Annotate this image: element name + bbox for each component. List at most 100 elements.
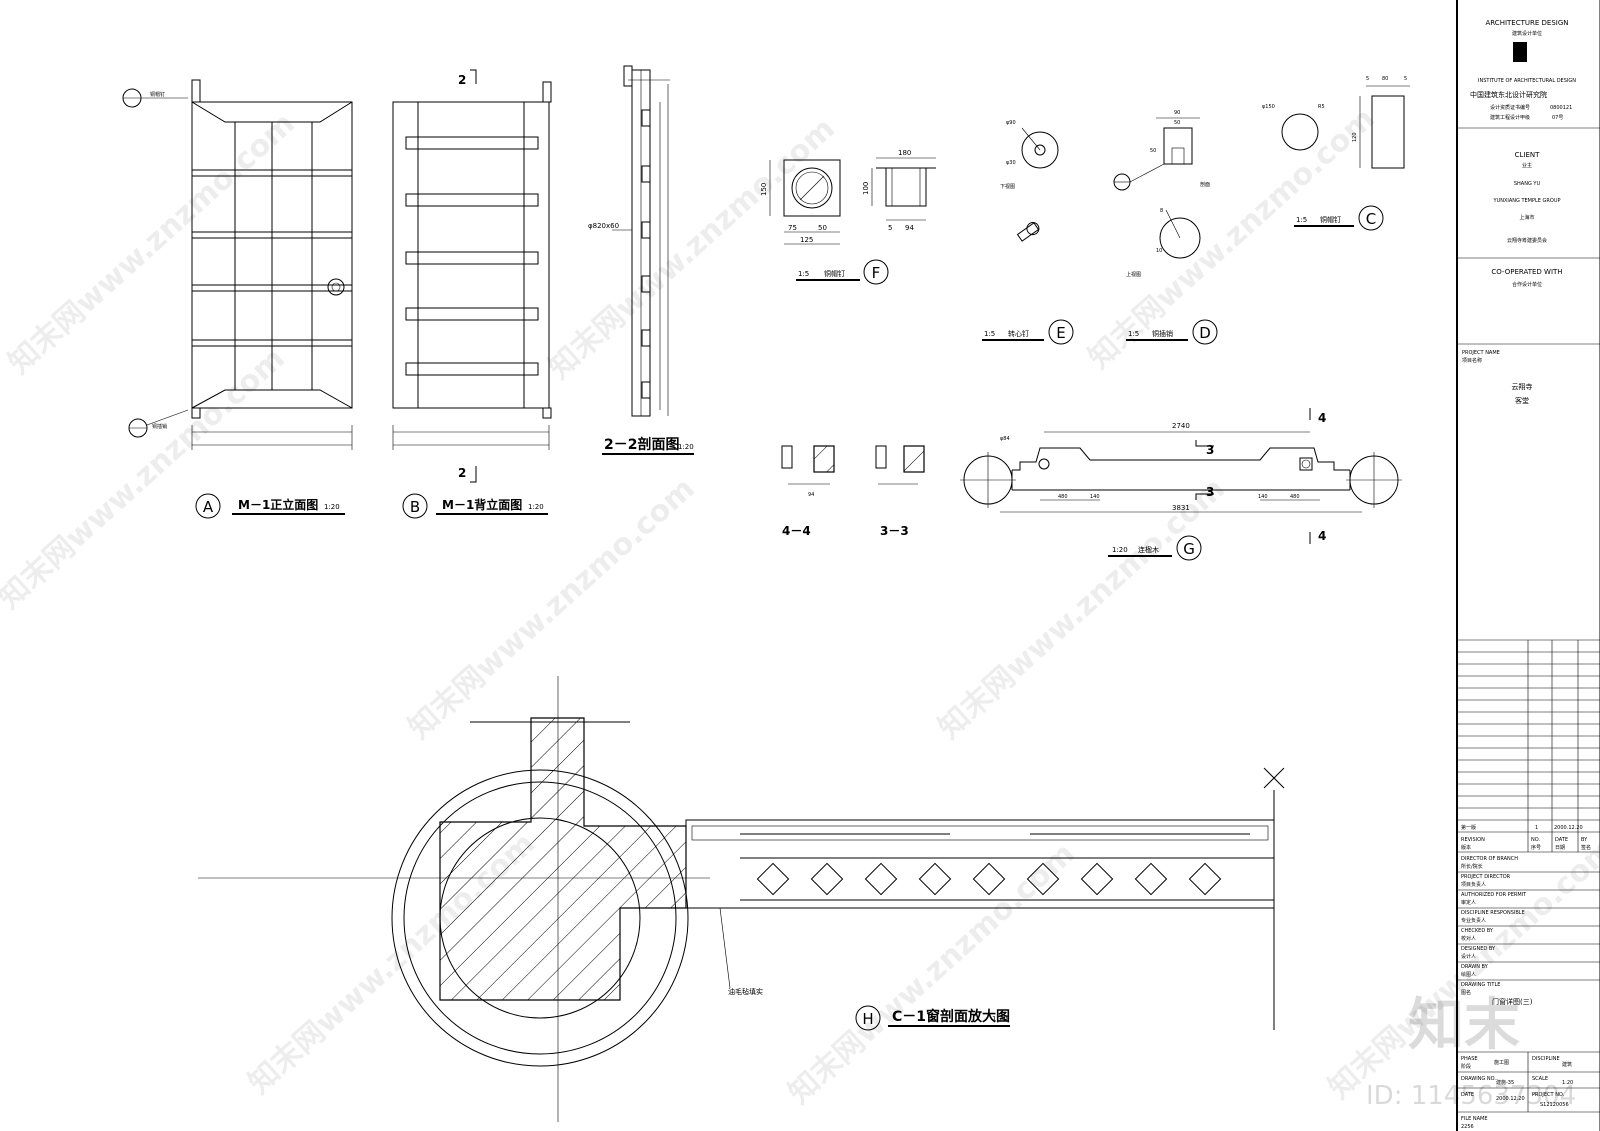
tb-client-cn: 业主 bbox=[1522, 162, 1532, 169]
tb-drawing-title: 门窗详图(三) bbox=[1492, 997, 1533, 1006]
view-b-name: M－1背立面图 bbox=[442, 497, 522, 512]
tb-drawn-label: DRAWN BY bbox=[1461, 964, 1489, 970]
section-22-name: 2－2剖面图 bbox=[604, 436, 679, 453]
tb-architecture-design: ARCHITECTURE DESIGN bbox=[1486, 19, 1569, 27]
tb-revision-cn: 版本 bbox=[1461, 844, 1471, 851]
tb-discipline-code-value: 建筑 bbox=[1562, 1061, 1572, 1068]
detail-c: φ150 R5 5 80 5 120 1:5 铜帽钉 C bbox=[1262, 76, 1410, 231]
f-dim-100: 100 bbox=[862, 182, 870, 195]
tb-client-en1: SHANG YU bbox=[1514, 181, 1541, 187]
g-letter: G bbox=[1183, 540, 1195, 558]
section-33-label: 3－3 bbox=[880, 524, 909, 538]
tb-phase-label: PHASE bbox=[1461, 1056, 1478, 1062]
d-section: 剖面 bbox=[1200, 181, 1210, 188]
c-r5: R5 bbox=[1318, 104, 1325, 110]
f-dim-94: 94 bbox=[905, 224, 914, 232]
d-top-view: 上视图 bbox=[1126, 271, 1141, 278]
f-dim-50: 50 bbox=[818, 224, 827, 232]
tb-drawing-no-value: 建施-35 bbox=[1496, 1079, 1514, 1086]
f-dim-150: 150 bbox=[760, 183, 768, 196]
tb-revision-grid bbox=[1457, 639, 1600, 852]
h-name: C－1窗剖面放大图 bbox=[892, 1008, 1010, 1025]
tb-revision-row-label: 第一版 bbox=[1461, 824, 1476, 831]
g-dim-hole: φ84 bbox=[1000, 436, 1010, 442]
c-dim-120: 120 bbox=[1352, 132, 1358, 142]
a-top-note: 铜帽钉 bbox=[150, 91, 165, 98]
e-phi30: φ30 bbox=[1006, 160, 1016, 166]
d-dim-90: 90 bbox=[1174, 110, 1180, 116]
tb-director-cn: 所长/院长 bbox=[1461, 863, 1483, 870]
d-name: 铜插销 bbox=[1152, 329, 1173, 338]
tb-drawing-title-label: DRAWING TITLE bbox=[1461, 982, 1500, 988]
tb-client-en2: YUNXIANG TEMPLE GROUP bbox=[1492, 198, 1560, 204]
tb-phase-value: 施工图 bbox=[1494, 1059, 1509, 1066]
c-dim-80: 80 bbox=[1382, 76, 1388, 82]
tb-cert-value1: 0800121 bbox=[1550, 105, 1572, 111]
g-section-4-top: 4 bbox=[1318, 411, 1326, 425]
tb-scale-value: 1:20 bbox=[1562, 1080, 1573, 1086]
c-dim-t3: 5 bbox=[1404, 76, 1407, 82]
watermark-text-6: 知末网www.znzmo.com bbox=[932, 471, 1232, 746]
tb-client-cn2: 上海市 bbox=[1519, 214, 1534, 221]
b-section-mark-top: 2 bbox=[458, 73, 466, 87]
e-letter: E bbox=[1056, 324, 1065, 342]
tb-date2-label: DATE bbox=[1461, 1092, 1474, 1098]
tb-client-label: CLIENT bbox=[1515, 151, 1541, 159]
tb-project-name2: 客堂 bbox=[1515, 396, 1529, 405]
detail-f: 150 75 50 125 180 100 5 94 1:5 铜帽钉 F bbox=[760, 149, 936, 285]
watermarks: 知末网www.znzmo.com 知末网www.znzmo.com 知末网www… bbox=[0, 101, 1600, 1111]
g-dim-2740: 2740 bbox=[1172, 422, 1190, 430]
detail-d: 90 50 50 剖面 8 10 上视图 1:5 铜插销 D bbox=[1113, 110, 1218, 345]
b-section-mark-bottom: 2 bbox=[458, 466, 466, 480]
section-2-2: φ820x60 2－2剖面图 1:20 bbox=[588, 65, 694, 455]
tb-date2-value: 2000.12.20 bbox=[1496, 1096, 1525, 1102]
tb-cert-label2: 建筑工程设计甲级 bbox=[1490, 114, 1530, 121]
tb-revision-label: REVISION bbox=[1461, 837, 1485, 843]
tb-authorized-label: AUTHORIZED FOR PERMIT bbox=[1461, 892, 1527, 898]
sec44-dim-94: 94 bbox=[808, 492, 814, 498]
g-section-3-bottom: 3 bbox=[1206, 485, 1214, 499]
g-dim-480-left: 480 bbox=[1058, 494, 1068, 500]
tb-discipline-label: DISCIPLINE RESPONSIBLE bbox=[1461, 910, 1525, 916]
section-44-label: 4－4 bbox=[782, 524, 811, 538]
g-scale: 1:20 bbox=[1112, 546, 1128, 554]
view-b-title: B M－1背立面图 1:20 bbox=[402, 493, 548, 519]
d-dim-10: 10 bbox=[1156, 248, 1162, 254]
tb-institute-cn: 中国建筑东北设计研究院 bbox=[1470, 90, 1547, 99]
view-a-letter: A bbox=[203, 498, 214, 516]
tb-scale-label: SCALE bbox=[1532, 1076, 1548, 1082]
g-dim-140-left: 140 bbox=[1090, 494, 1100, 500]
detail-g: 2740 3831 480 140 140 480 φ84 3 3 4 4 1:… bbox=[960, 408, 1402, 561]
watermark-text-2: 知末网www.znzmo.com bbox=[542, 111, 842, 386]
detail-h-window-section: 油毛毡填实 H C－1窗剖面放大图 1:20 bbox=[198, 676, 1285, 1122]
c-phi150: φ150 bbox=[1262, 104, 1275, 110]
f-dim-75: 75 bbox=[788, 224, 797, 232]
tb-project-director-label: PROJECT DIRECTOR bbox=[1461, 874, 1511, 880]
g-section-4-bottom: 4 bbox=[1318, 529, 1326, 543]
tb-checked-label: CHECKED BY bbox=[1461, 928, 1494, 934]
c-name: 铜帽钉 bbox=[1320, 215, 1341, 224]
tb-file-label: FILE NAME bbox=[1461, 1116, 1488, 1122]
tb-revision-date: 2000.12.20 bbox=[1554, 825, 1583, 831]
d-letter: D bbox=[1199, 324, 1211, 342]
tb-arch-cn: 建筑设计单位 bbox=[1512, 30, 1542, 37]
f-name: 铜帽钉 bbox=[824, 269, 845, 278]
tb-drawing-title-cn: 图名 bbox=[1461, 989, 1471, 996]
tb-project-cn: 项目名称 bbox=[1462, 357, 1482, 364]
view-b-back-elevation: 2 2 bbox=[392, 69, 552, 483]
tb-file-value: 2256 bbox=[1461, 1124, 1474, 1130]
watermark-text-3: 知末网www.znzmo.com bbox=[1082, 101, 1382, 376]
title-block: ARCHITECTURE DESIGN 建筑设计单位 INSTITUTE OF … bbox=[1456, 0, 1600, 1131]
tb-client-cn3: 云翔寺筹建委员会 bbox=[1507, 237, 1547, 244]
tb-project-no-value: S12120056 bbox=[1540, 1102, 1569, 1108]
tb-project-no-label: PROJECT NO. bbox=[1532, 1092, 1565, 1098]
section-4-4: 94 4－4 bbox=[781, 445, 835, 538]
view-a-scale: 1:20 bbox=[324, 503, 340, 511]
c-scale: 1:5 bbox=[1296, 216, 1307, 224]
detail-e: φ90 φ30 下视图 1:5 转心钉 E bbox=[982, 120, 1074, 345]
tb-checked-cn: 校对人 bbox=[1461, 935, 1476, 942]
tb-institute-en: INSTITUTE OF ARCHITECTURAL DESIGN bbox=[1478, 78, 1576, 84]
h-letter: H bbox=[862, 1010, 873, 1028]
f-letter: F bbox=[872, 264, 881, 282]
view-a-title: A M－1正立面图 1:20 bbox=[195, 493, 345, 519]
